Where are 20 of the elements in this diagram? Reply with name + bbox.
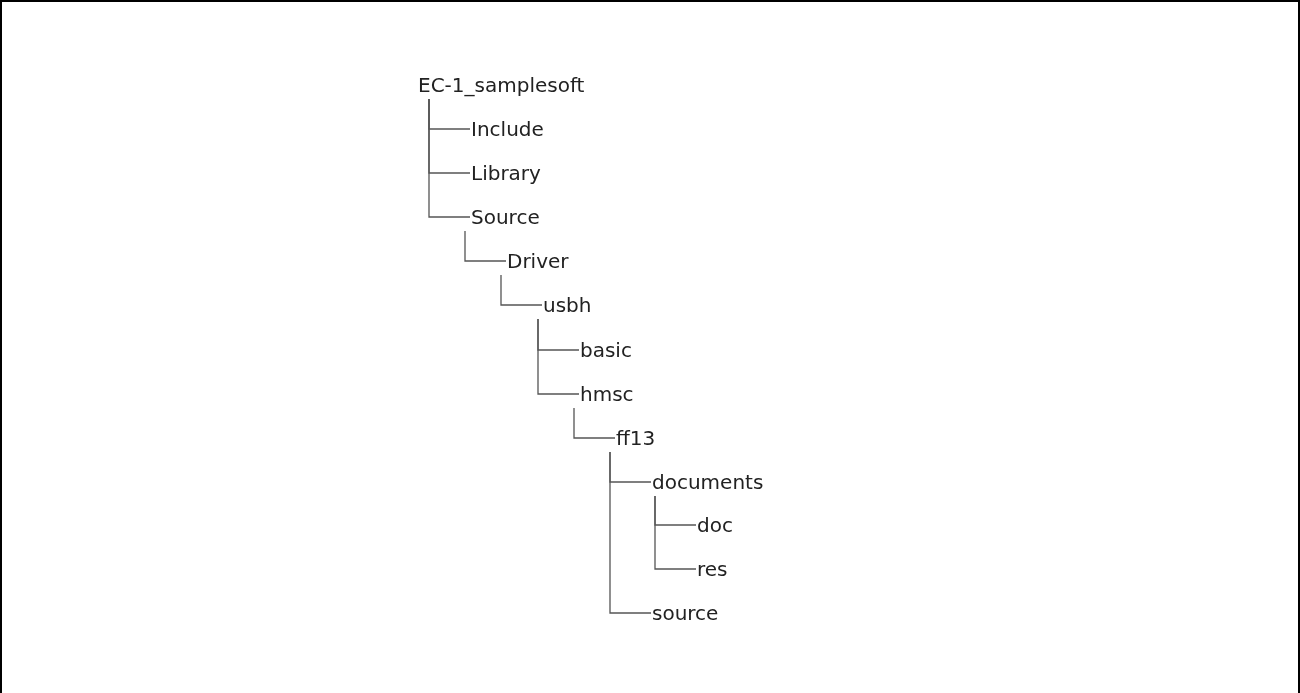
folder-name: hmsc xyxy=(580,380,634,408)
tree-connector xyxy=(573,407,616,439)
folder-name: usbh xyxy=(543,291,592,319)
folder-name: Source xyxy=(471,203,540,231)
tree-connector xyxy=(654,495,697,570)
folder-name: EC-1_samplesoft xyxy=(418,71,585,99)
tree-connector xyxy=(500,274,543,306)
folder-name: basic xyxy=(580,336,632,364)
folder-name: documents xyxy=(652,468,764,496)
folder-name: doc xyxy=(697,511,733,539)
tree-connector xyxy=(428,98,471,218)
folder-name: res xyxy=(697,555,728,583)
folder-name: Library xyxy=(471,159,541,187)
tree-connector xyxy=(464,230,507,262)
tree-connector xyxy=(609,451,652,614)
tree-connector xyxy=(537,318,580,395)
folder-name: ff13 xyxy=(616,424,656,452)
folder-name: source xyxy=(652,599,719,627)
folder-name: Driver xyxy=(507,247,569,275)
folder-name: Include xyxy=(471,115,544,143)
